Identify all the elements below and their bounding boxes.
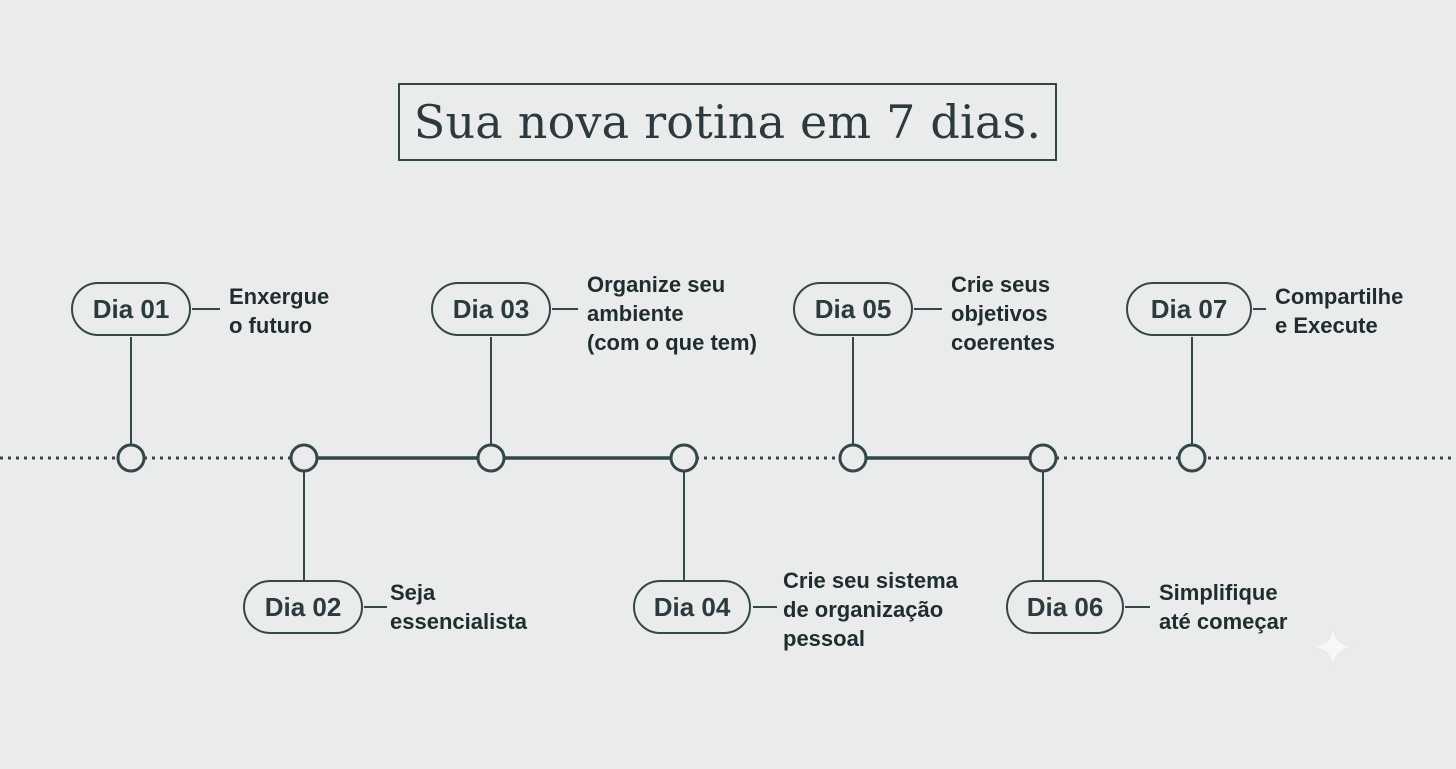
day-label: Dia 05 bbox=[814, 293, 892, 324]
day-pill-dia-01: Dia 01 bbox=[71, 282, 191, 336]
description-line: Organize seu bbox=[587, 272, 726, 297]
description-line: coerentes bbox=[951, 330, 1055, 355]
timeline-node-dia-04 bbox=[669, 443, 699, 473]
title-box: Sua nova rotina em 7 dias. bbox=[398, 83, 1057, 161]
day-description-dia-01: Enxergue o futuro bbox=[229, 282, 329, 340]
day-description-dia-02: Seja essencialista bbox=[390, 578, 527, 636]
timeline-node-dia-01 bbox=[116, 443, 146, 473]
description-line: Simplifique bbox=[1159, 580, 1278, 605]
description-line: essencialista bbox=[390, 609, 527, 634]
timeline-node-dia-03 bbox=[476, 443, 506, 473]
day-pill-dia-06: Dia 06 bbox=[1006, 580, 1124, 634]
day-pill-dia-03: Dia 03 bbox=[431, 282, 551, 336]
description-line: de organização bbox=[783, 597, 944, 622]
timeline-node-dia-02 bbox=[289, 443, 319, 473]
day-pill-dia-05: Dia 05 bbox=[793, 282, 913, 336]
day-label: Dia 01 bbox=[92, 293, 170, 324]
description-line: e Execute bbox=[1275, 313, 1378, 338]
day-label: Dia 07 bbox=[1150, 293, 1228, 324]
description-line: Compartilhe bbox=[1275, 284, 1404, 309]
timeline-node-dia-05 bbox=[838, 443, 868, 473]
day-label: Dia 06 bbox=[1026, 591, 1104, 622]
description-line: (com o que tem) bbox=[587, 330, 757, 355]
day-description-dia-05: Crie seus objetivos coerentes bbox=[951, 270, 1055, 357]
page-title: Sua nova rotina em 7 dias. bbox=[413, 95, 1042, 149]
description-line: objetivos bbox=[951, 301, 1048, 326]
day-pill-dia-04: Dia 04 bbox=[633, 580, 751, 634]
day-description-dia-04: Crie seu sistema de organização pessoal bbox=[783, 566, 958, 653]
day-description-dia-07: Compartilhe e Execute bbox=[1275, 282, 1403, 340]
description-line: o futuro bbox=[229, 313, 313, 338]
description-line: Enxergue bbox=[229, 284, 330, 309]
timeline-node-dia-06 bbox=[1028, 443, 1058, 473]
timeline-node-dia-07 bbox=[1177, 443, 1207, 473]
description-line: ambiente bbox=[587, 301, 684, 326]
description-line: Seja bbox=[390, 580, 436, 605]
day-description-dia-03: Organize seu ambiente (com o que tem) bbox=[587, 270, 757, 357]
description-line: Crie seu sistema bbox=[783, 568, 958, 593]
description-line: pessoal bbox=[783, 626, 865, 651]
day-pill-dia-02: Dia 02 bbox=[243, 580, 363, 634]
day-pill-dia-07: Dia 07 bbox=[1126, 282, 1252, 336]
day-label: Dia 03 bbox=[452, 293, 530, 324]
day-label: Dia 04 bbox=[653, 591, 731, 622]
day-label: Dia 02 bbox=[264, 591, 342, 622]
sparkle-icon bbox=[1311, 625, 1355, 669]
description-line: Crie seus bbox=[951, 272, 1051, 297]
day-description-dia-06: Simplifique até começar bbox=[1159, 578, 1287, 636]
description-line: até começar bbox=[1159, 609, 1288, 634]
